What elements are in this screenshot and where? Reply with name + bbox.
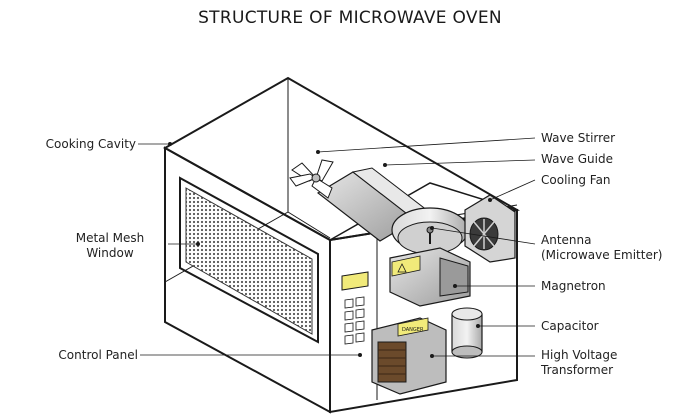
capacitor <box>451 307 483 359</box>
label-hv-transformer: High Voltage Transformer <box>541 348 617 378</box>
hv-transformer: DANGER <box>371 317 447 395</box>
label-wave-guide: Wave Guide <box>541 152 613 166</box>
danger-badge-text: DANGER <box>402 327 424 333</box>
label-antenna-line1: Antenna <box>541 233 592 247</box>
metal-mesh-window <box>185 187 313 335</box>
antenna-housing <box>391 207 469 255</box>
control-panel-graphic <box>341 271 369 345</box>
label-cooling-fan: Cooling Fan <box>541 173 611 187</box>
label-antenna-line2: (Microwave Emitter) <box>541 248 663 262</box>
danger-badge <box>397 317 429 337</box>
label-capacitor: Capacitor <box>541 319 599 333</box>
label-cooking-cavity: Cooking Cavity <box>45 137 136 151</box>
label-hv-transformer-line2: Transformer <box>541 363 614 377</box>
label-metal-mesh-window: Metal Mesh Window <box>60 231 160 261</box>
label-hv-transformer-line1: High Voltage <box>541 348 618 362</box>
label-wave-stirrer: Wave Stirrer <box>541 131 616 145</box>
door-frame <box>179 176 319 344</box>
label-magnetron: Magnetron <box>541 279 606 293</box>
label-control-panel: Control Panel <box>58 348 138 362</box>
label-antenna: Antenna (Microwave Emitter) <box>541 233 662 263</box>
magnetron <box>389 247 471 307</box>
transformer-coil <box>377 341 407 383</box>
label-metal-mesh-window-line2: Window <box>86 246 134 260</box>
keypad <box>344 296 365 345</box>
label-metal-mesh-window-line1: Metal Mesh <box>75 231 145 245</box>
leader-lines <box>138 137 536 357</box>
diagram-title: STRUCTURE OF MICROWAVE OVEN <box>198 8 502 28</box>
leader-dots <box>168 142 492 358</box>
wave-stirrer <box>289 159 334 199</box>
